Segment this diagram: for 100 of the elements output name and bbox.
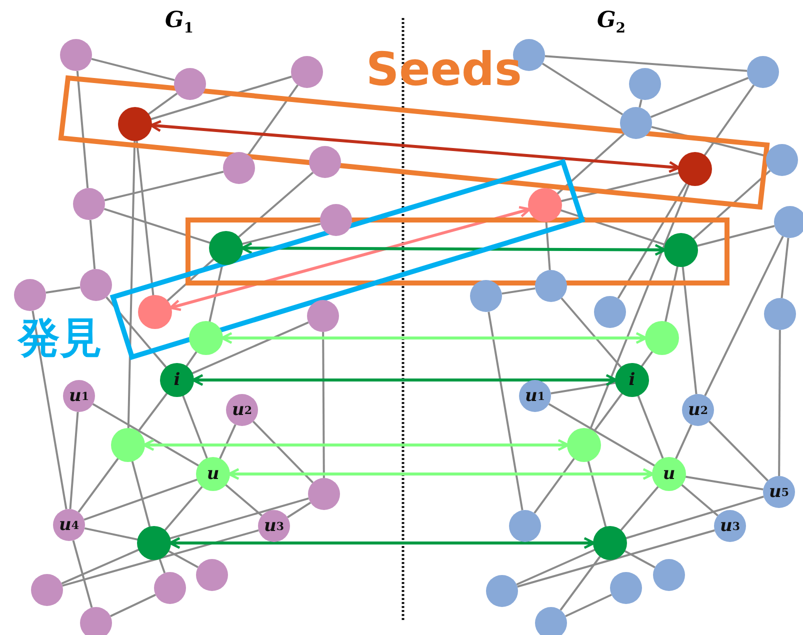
graph-edge: [247, 84, 299, 156]
vertex-circle: [31, 574, 63, 606]
graph-edge: [147, 92, 178, 116]
graph-edge: [136, 392, 168, 433]
vertex-circle: [209, 231, 243, 265]
graph-edge: [664, 265, 679, 323]
matching-arrow: [150, 120, 680, 173]
vertex-circle: [629, 68, 661, 100]
graph-edge: [110, 594, 156, 618]
graph-edge: [237, 172, 314, 238]
matching-arrow: [192, 374, 618, 386]
graph-edge: [166, 258, 215, 302]
graph-edge: [589, 183, 690, 431]
vertex-circle: [645, 321, 679, 355]
graph-edge: [684, 476, 764, 490]
graph-edge: [136, 140, 154, 296]
graph-edge: [46, 286, 80, 294]
graph-edge: [224, 484, 262, 516]
graph-edge: [168, 550, 198, 568]
graph-edge: [185, 350, 198, 368]
graph-edge: [252, 420, 314, 484]
graph-edge: [72, 540, 93, 608]
vertex-circle: u: [652, 457, 686, 491]
vertex-circle: [567, 428, 601, 462]
graph-title: G$_{2}$: [597, 8, 626, 37]
graph-edge: [592, 392, 624, 433]
vertex-circle: [593, 526, 627, 560]
graph-edge: [286, 502, 312, 518]
graph-edge: [638, 99, 642, 108]
graph-edge: [182, 394, 208, 460]
graph-edge: [696, 225, 775, 247]
graph-edge: [76, 70, 89, 188]
graph-edge: [692, 170, 771, 240]
vertex-circle: [137, 526, 171, 560]
graph-edge: [158, 558, 166, 574]
graph-edge: [218, 424, 236, 460]
vertex-circle: [535, 270, 567, 302]
graph-edge: [556, 132, 625, 196]
vertex-circle: [154, 572, 186, 604]
annotation-text: 発見: [18, 317, 102, 359]
graph-edge: [636, 394, 664, 460]
matching-arrow: [220, 332, 648, 344]
vertex-circle: [80, 269, 112, 301]
graph-edge: [516, 548, 596, 586]
graph-edge: [169, 497, 309, 540]
vertex-circle: [308, 478, 340, 510]
matching-arrow: [142, 439, 570, 451]
graph-edge: [703, 84, 755, 156]
vertex-circle: [73, 188, 105, 220]
graph-edge: [104, 170, 224, 202]
vertex-circle: [138, 295, 172, 329]
vertex-circle: [678, 152, 712, 186]
graph-edge: [164, 486, 204, 532]
vertex-circle: [594, 296, 626, 328]
graph-edge: [560, 172, 680, 202]
graph-edge: [150, 76, 292, 120]
graph-edge: [502, 287, 536, 295]
graph-edge: [488, 312, 524, 510]
graph-edge: [544, 55, 748, 72]
vertex-circle: i: [615, 363, 649, 397]
graph-edge: [560, 297, 622, 369]
vertex-circle: [80, 607, 112, 635]
graph-edge: [565, 594, 612, 618]
graph-edge: [620, 486, 660, 532]
graph-edge: [680, 484, 718, 516]
graph-edge: [708, 420, 768, 482]
graph-edge: [624, 550, 656, 568]
vertex-circle: u: [196, 457, 230, 491]
graph-edge: [617, 182, 688, 299]
vertex-circle: [223, 152, 255, 184]
vertex-circle: [653, 559, 685, 591]
matching-arrow: [228, 468, 654, 480]
vertex-circle: [774, 206, 803, 238]
vertex-circle: [486, 575, 518, 607]
graph-edge: [682, 266, 698, 394]
graph-edge: [241, 222, 321, 246]
vertex-circle: [309, 146, 341, 178]
vertex-circle: [307, 300, 339, 332]
graph-edge: [322, 332, 325, 478]
graph-edge: [674, 424, 692, 460]
graph-edge: [62, 529, 259, 587]
matching-arrow: [240, 242, 666, 256]
vertex-circle: [196, 559, 228, 591]
graph-edge: [650, 77, 749, 118]
graph-edge: [78, 457, 120, 513]
vertex-circle: [664, 233, 698, 267]
graph-edge: [92, 403, 200, 467]
vertex-circle: [766, 144, 798, 176]
vertex-circle: [528, 188, 562, 222]
graph-edge: [550, 382, 616, 394]
graph-edge: [587, 460, 607, 528]
vertex-circle: [535, 607, 567, 635]
graph-edge: [704, 236, 784, 396]
graph-edge: [542, 62, 624, 116]
vertex-circle: [610, 572, 642, 604]
vertex-circle: [174, 68, 206, 100]
vertex-circle: [470, 280, 502, 312]
graph-edge: [84, 478, 198, 521]
matching-arrow: [169, 206, 531, 312]
vertex-circle: [14, 279, 46, 311]
